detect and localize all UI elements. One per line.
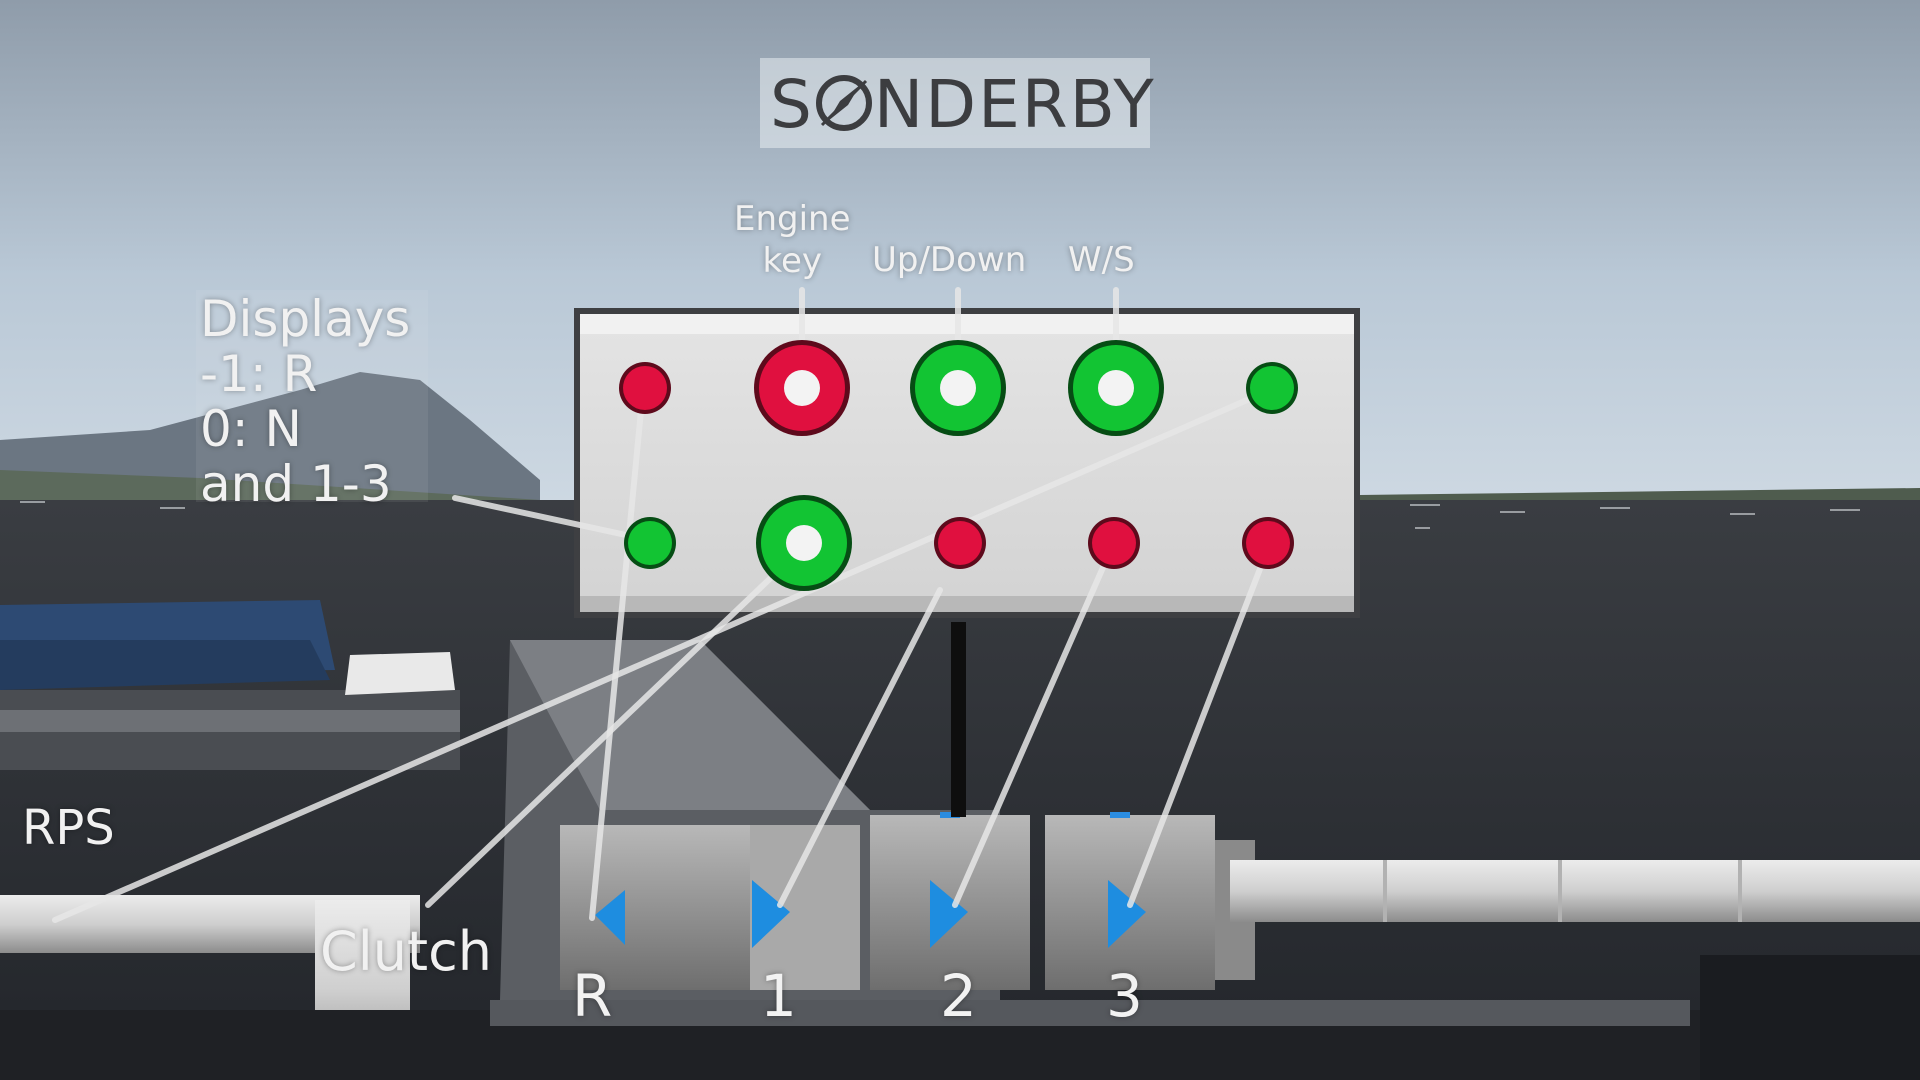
display-indicator[interactable] xyxy=(624,517,676,569)
gear-label-2: 2 xyxy=(940,962,977,1030)
gear-1-indicator[interactable] xyxy=(934,517,986,569)
dark-block xyxy=(1700,955,1920,1080)
engine-key-label: Engine key xyxy=(734,198,851,282)
annotation-lines xyxy=(52,287,1273,923)
gear-arrows xyxy=(595,880,1146,948)
displays-note-backdrop xyxy=(196,290,428,502)
drive-shaft xyxy=(1230,860,1920,922)
bottom-row xyxy=(624,495,1294,591)
machine-rail xyxy=(0,710,460,732)
gear-marker-2 xyxy=(940,812,960,818)
brand-logo: S NDERBY xyxy=(770,66,1156,143)
displays-note-line4: and 1-3 xyxy=(200,455,392,513)
displays-note-line1: Displays xyxy=(200,290,411,348)
panel-bevel-bottom xyxy=(580,596,1354,612)
shaft-joints xyxy=(1383,860,1742,922)
arrow-3 xyxy=(1108,880,1146,948)
displays-note-line2: -1: R xyxy=(200,345,318,403)
clutch-button[interactable] xyxy=(756,495,852,591)
engine-key-label-line1: Engine xyxy=(734,199,851,239)
brand-backdrop xyxy=(760,58,1150,148)
gear-label-1: 1 xyxy=(760,962,797,1030)
engine-key-button[interactable] xyxy=(754,340,850,436)
arrow-1 xyxy=(752,880,790,948)
compass-o-icon xyxy=(815,75,872,131)
displays-note-line3: 0: N xyxy=(200,400,302,458)
reverse-indicator[interactable] xyxy=(619,362,671,414)
top-row xyxy=(619,340,1298,436)
gear-2-indicator[interactable] xyxy=(1088,517,1140,569)
panel-pole xyxy=(951,622,966,817)
brand-letter-s: S xyxy=(770,66,814,143)
rps-indicator[interactable] xyxy=(1246,362,1298,414)
blue-roof-shadow xyxy=(0,640,330,690)
engine-key-label-line2: key xyxy=(762,241,823,281)
up-down-button[interactable] xyxy=(910,340,1006,436)
arrow-2 xyxy=(930,880,968,948)
clutch-label: Clutch xyxy=(320,920,493,983)
gear-label-3: 3 xyxy=(1106,962,1143,1030)
ws-label: W/S xyxy=(1068,240,1135,280)
panel-bevel-top xyxy=(580,314,1354,334)
up-down-label: Up/Down xyxy=(872,240,1027,280)
ws-button[interactable] xyxy=(1068,340,1164,436)
shore-lights xyxy=(20,501,1860,529)
arrow-r xyxy=(595,890,625,945)
brand-letters-rest: NDERBY xyxy=(873,66,1156,143)
gear-marker-3 xyxy=(1110,812,1130,818)
gear-3-indicator[interactable] xyxy=(1242,517,1294,569)
floor-rail xyxy=(490,1000,1690,1026)
gear-label-r: R xyxy=(572,962,613,1030)
rps-label: RPS xyxy=(22,800,115,856)
displays-note: Displays -1: R 0: N and 1-3 xyxy=(200,292,410,512)
white-block xyxy=(345,652,455,695)
